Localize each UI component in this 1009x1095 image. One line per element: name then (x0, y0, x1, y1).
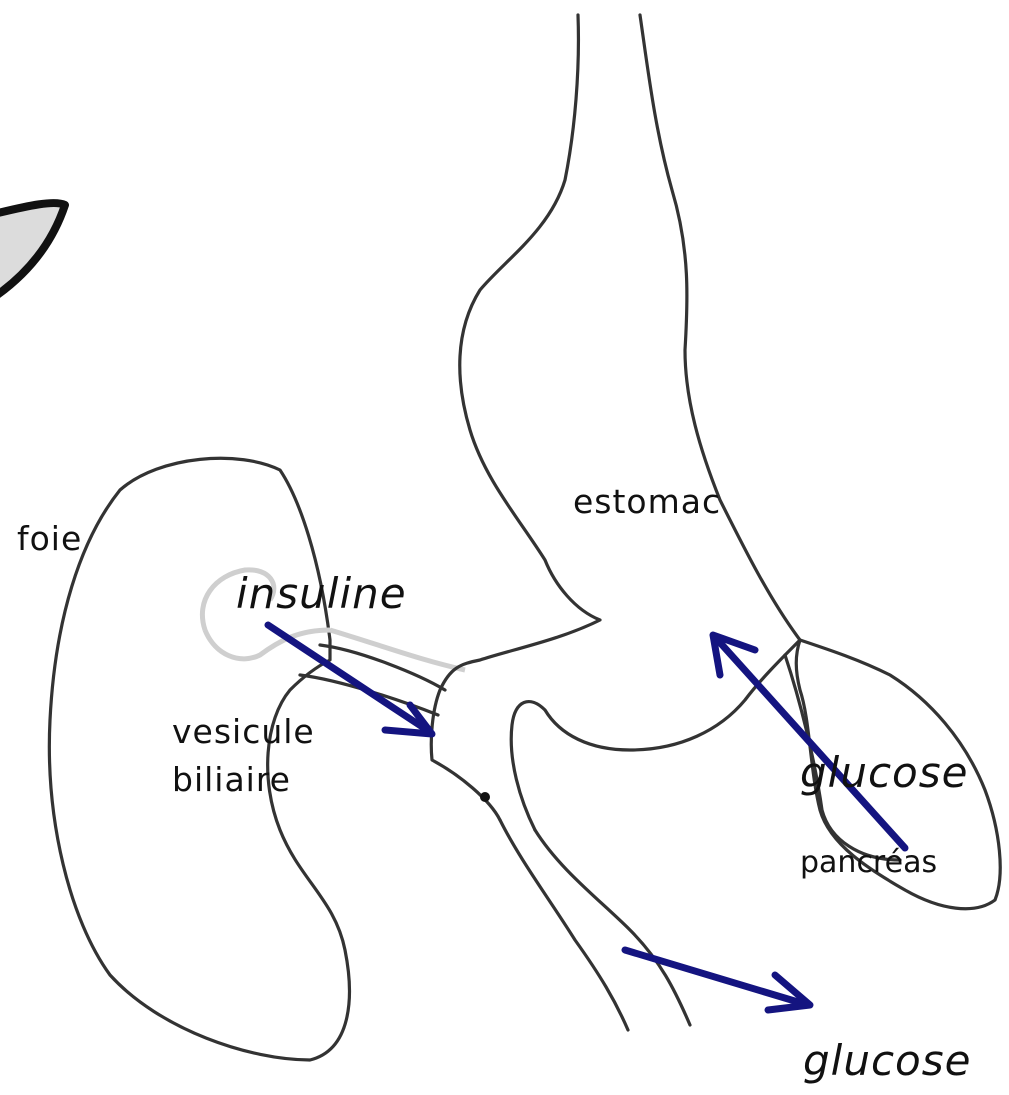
vesicule-label-line2: biliaire (172, 763, 291, 796)
bile-duct-outline (300, 645, 445, 715)
estomac-label: estomac (573, 485, 721, 518)
foie-label: foie (17, 522, 82, 555)
stomach-outline (431, 15, 600, 820)
insuline-label: insuline (236, 573, 407, 615)
stomach-outer-outline (511, 15, 800, 830)
glucose-bottom-label: glucose (803, 1040, 971, 1082)
vesicule-label-line1: vesicule (172, 715, 315, 748)
partial-organ-top-left (0, 203, 65, 300)
glucose-pancreas-label: glucose (800, 752, 968, 794)
glucose-to-blood-arrow (625, 950, 810, 1010)
duodenum-outline (500, 820, 690, 1030)
papilla-dot (480, 792, 490, 802)
pancreas-label: pancréas (800, 848, 937, 878)
